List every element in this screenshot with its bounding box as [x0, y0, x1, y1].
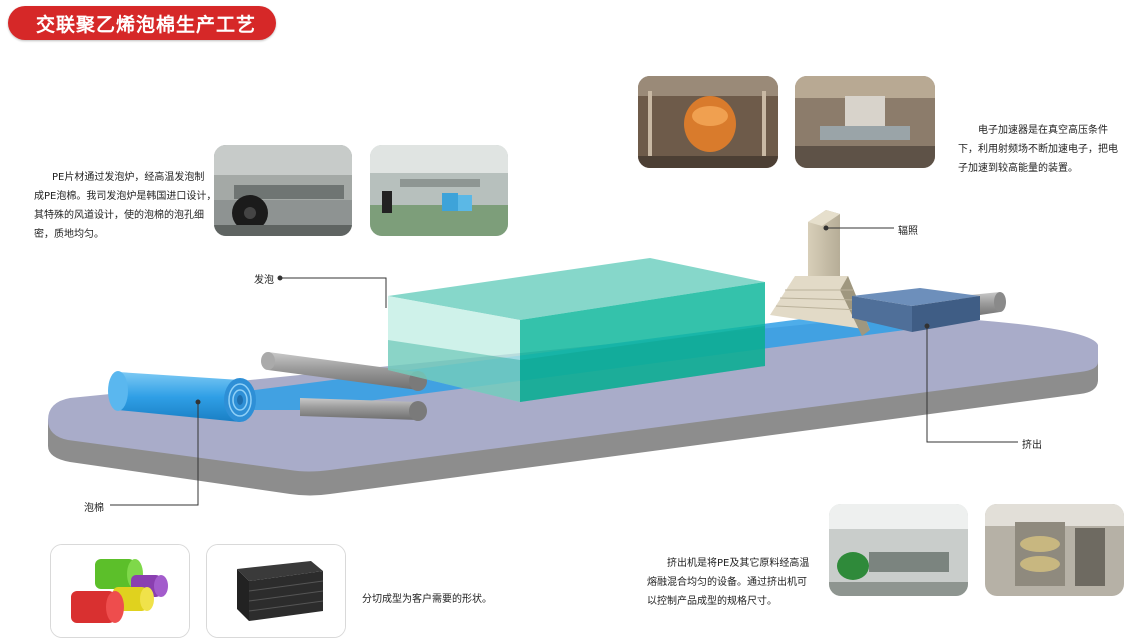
foaming-desc-line: PE片材通过发泡炉，经高温发泡制 [52, 172, 205, 183]
extruder-desc-line: 以控制产品成型的规格尺寸。 [647, 596, 777, 607]
foaming-desc-line: 成PE泡棉。我司发泡炉是韩国进口设计， [34, 191, 217, 202]
cutting-description: 分切成型为客户需要的形状。 [362, 594, 492, 605]
label-foam: 泡棉 [84, 503, 104, 514]
extruder-photo-2 [985, 504, 1124, 596]
extruder-unit [852, 288, 1006, 332]
factory-photo [795, 76, 935, 168]
accelerator-desc-line: 子加速到较高能量的装置。 [958, 163, 1078, 174]
foaming-desc-line: 密，质地均匀。 [34, 229, 104, 240]
foam-sheets-photo [207, 545, 345, 637]
extruder-description: 挤出机是将PE及其它原料经高温 熔融混合均匀的设备。通过挤出机可 以控制产品成型… [647, 554, 823, 611]
foam-roll [108, 371, 256, 422]
factory-photo [985, 504, 1124, 596]
accelerator-photo-1 [638, 76, 778, 168]
extruder-desc-line: 熔融混合均匀的设备。通过挤出机可 [647, 577, 807, 588]
foaming-description: PE片材通过发泡炉，经高温发泡制 成PE泡棉。我司发泡炉是韩国进口设计， 其特殊… [34, 168, 220, 244]
page-title: 交联聚乙烯泡棉生产工艺 [36, 13, 257, 36]
lower-roller [300, 398, 427, 421]
accelerator-desc-line: 电子加速器是在真空高压条件 [978, 125, 1108, 136]
foam-rolls-photo [50, 544, 190, 638]
foaming-desc-line: 其特殊的风道设计，使的泡棉的泡孔细 [34, 210, 204, 221]
foaming-line-photo-2 [370, 145, 508, 236]
label-extrusion: 挤出 [1022, 440, 1042, 451]
foam-sheets-photo [206, 544, 346, 638]
extruder-desc-line: 挤出机是将PE及其它原料经高温 [667, 558, 810, 569]
label-foaming: 发泡 [254, 275, 274, 286]
accelerator-desc-line: 下，利用射频场不断加速电子，把电 [958, 144, 1118, 155]
factory-photo [370, 145, 508, 236]
factory-photo [214, 145, 352, 236]
accelerator-description: 电子加速器是在真空高压条件 下，利用射频场不断加速电子，把电 子加速到较高能量的… [958, 121, 1126, 178]
factory-photo [638, 76, 778, 168]
foaming-line-photo-1 [214, 145, 352, 236]
accelerator-photo-2 [795, 76, 935, 168]
label-irradiation: 辐照 [898, 226, 918, 237]
factory-photo [829, 504, 968, 596]
leader-lines [110, 225, 1018, 506]
foaming-oven [388, 258, 765, 402]
foam-rolls-photo [51, 545, 189, 637]
extruder-photo-1 [829, 504, 968, 596]
title-banner: 交联聚乙烯泡棉生产工艺 [8, 6, 276, 40]
